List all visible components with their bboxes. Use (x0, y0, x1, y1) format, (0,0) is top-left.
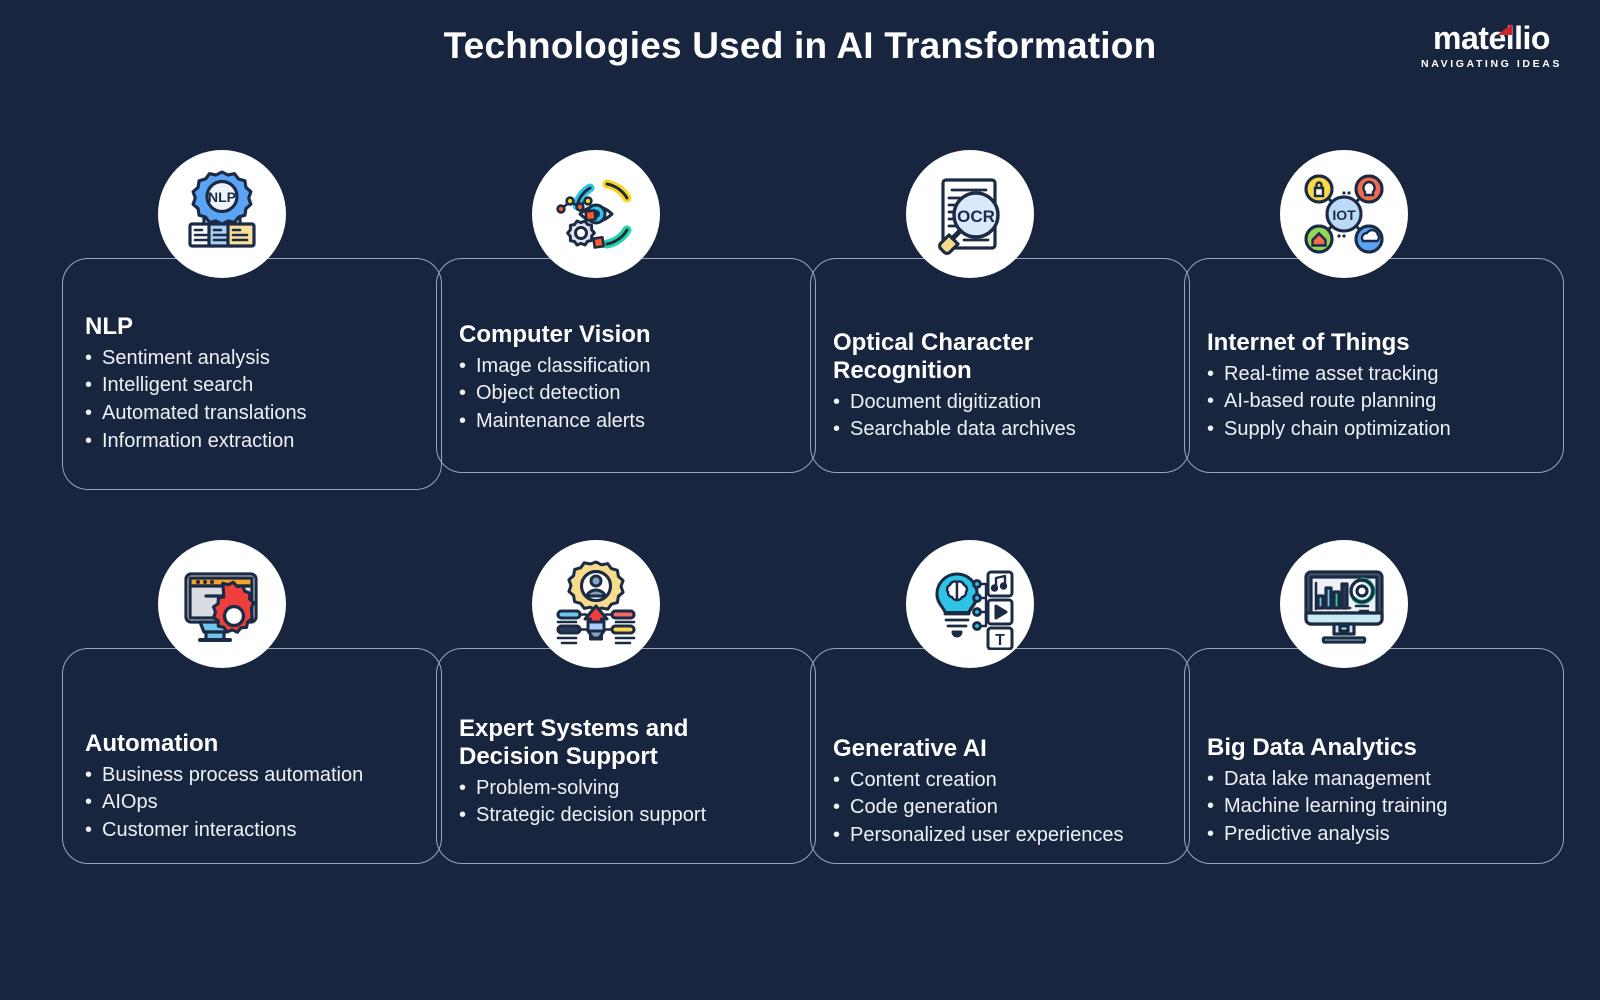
svg-text:NLP: NLP (208, 189, 236, 205)
card-body: Internet of Things Real-time asset track… (1184, 258, 1564, 473)
card-bullet-list: Real-time asset tracking AI-based route … (1207, 361, 1541, 443)
brand-tagline: NAVIGATING IDEAS (1421, 58, 1562, 70)
eye-gear-network-icon (532, 150, 660, 278)
list-item: Real-time asset tracking (1207, 361, 1541, 388)
list-item: Searchable data archives (833, 416, 1167, 443)
card-row-1: NLP NLP Sentiment analysis Intelligent s… (0, 150, 1600, 540)
lightbulb-brain-media-icon: T (906, 540, 1034, 668)
list-item: Problem-solving (459, 775, 793, 802)
card-bullet-list: Content creation Code generation Persona… (833, 767, 1167, 849)
list-item: Customer interactions (85, 817, 419, 844)
technology-card-grid: NLP NLP Sentiment analysis Intelligent s… (0, 150, 1600, 930)
gear-person-decision-icon (532, 540, 660, 668)
list-item: Intelligent search (85, 372, 419, 399)
card-body: Generative AI Content creation Code gene… (810, 648, 1190, 864)
list-item: Object detection (459, 380, 793, 407)
svg-text:T: T (995, 632, 1005, 649)
brand-accent-triangle-icon (1497, 24, 1513, 35)
card-title: NLP (85, 313, 133, 340)
card-body: Expert Systems and Decision Support Prob… (436, 648, 816, 864)
card-body: Computer Vision Image classification Obj… (436, 258, 816, 473)
card-row-2: Automation Business process automation A… (0, 540, 1600, 930)
svg-text:OCR: OCR (957, 207, 995, 226)
card-bullet-list: Problem-solving Strategic decision suppo… (459, 775, 793, 829)
card-body: Optical Character Recognition Document d… (810, 258, 1190, 473)
page-title: Technologies Used in AI Transformation (443, 25, 1157, 66)
card-title: Optical Character Recognition (833, 329, 1034, 384)
svg-text:IOT: IOT (1332, 207, 1356, 223)
list-item: Predictive analysis (1207, 821, 1541, 848)
list-item: Strategic decision support (459, 802, 793, 829)
card-title: Internet of Things (1207, 329, 1410, 356)
list-item: Maintenance alerts (459, 408, 793, 435)
card-bullet-list: Document digitization Searchable data ar… (833, 389, 1167, 443)
list-item: Information extraction (85, 428, 419, 455)
card-bullet-list: Data lake management Machine learning tr… (1207, 766, 1541, 848)
list-item: AIOps (85, 789, 419, 816)
card-title: Expert Systems and Decision Support (459, 715, 689, 770)
list-item: Business process automation (85, 762, 419, 789)
card-title: Big Data Analytics (1207, 734, 1417, 761)
card-bullet-list: Image classification Object detection Ma… (459, 353, 793, 435)
list-item: Content creation (833, 767, 1167, 794)
monitor-gear-automation-icon (158, 540, 286, 668)
card-body: NLP Sentiment analysis Intelligent searc… (62, 258, 442, 490)
list-item: Document digitization (833, 389, 1167, 416)
card-bullet-list: Business process automation AIOps Custom… (85, 762, 419, 844)
card-title: Computer Vision (459, 321, 651, 348)
list-item: Supply chain optimization (1207, 416, 1541, 443)
list-item: AI-based route planning (1207, 388, 1541, 415)
card-body: Automation Business process automation A… (62, 648, 442, 864)
card-title: Generative AI (833, 735, 987, 762)
card-title: Automation (85, 730, 219, 757)
iot-hub-nodes-icon: IOT (1280, 150, 1408, 278)
brand-name: matellio (1433, 22, 1550, 54)
list-item: Image classification (459, 353, 793, 380)
brand-name-text: matellio (1433, 20, 1550, 56)
list-item: Personalized user experiences (833, 822, 1167, 849)
list-item: Code generation (833, 794, 1167, 821)
nlp-gear-documents-icon: NLP (158, 150, 286, 278)
card-bullet-list: Sentiment analysis Intelligent search Au… (85, 345, 419, 454)
monitor-charts-analytics-icon (1280, 540, 1408, 668)
list-item: Machine learning training (1207, 793, 1541, 820)
list-item: Sentiment analysis (85, 345, 419, 372)
list-item: Data lake management (1207, 766, 1541, 793)
card-body: Big Data Analytics Data lake management … (1184, 648, 1564, 864)
ocr-document-magnifier-icon: OCR (906, 150, 1034, 278)
list-item: Automated translations (85, 400, 419, 427)
brand-logo: matellio NAVIGATING IDEAS (1421, 22, 1562, 70)
